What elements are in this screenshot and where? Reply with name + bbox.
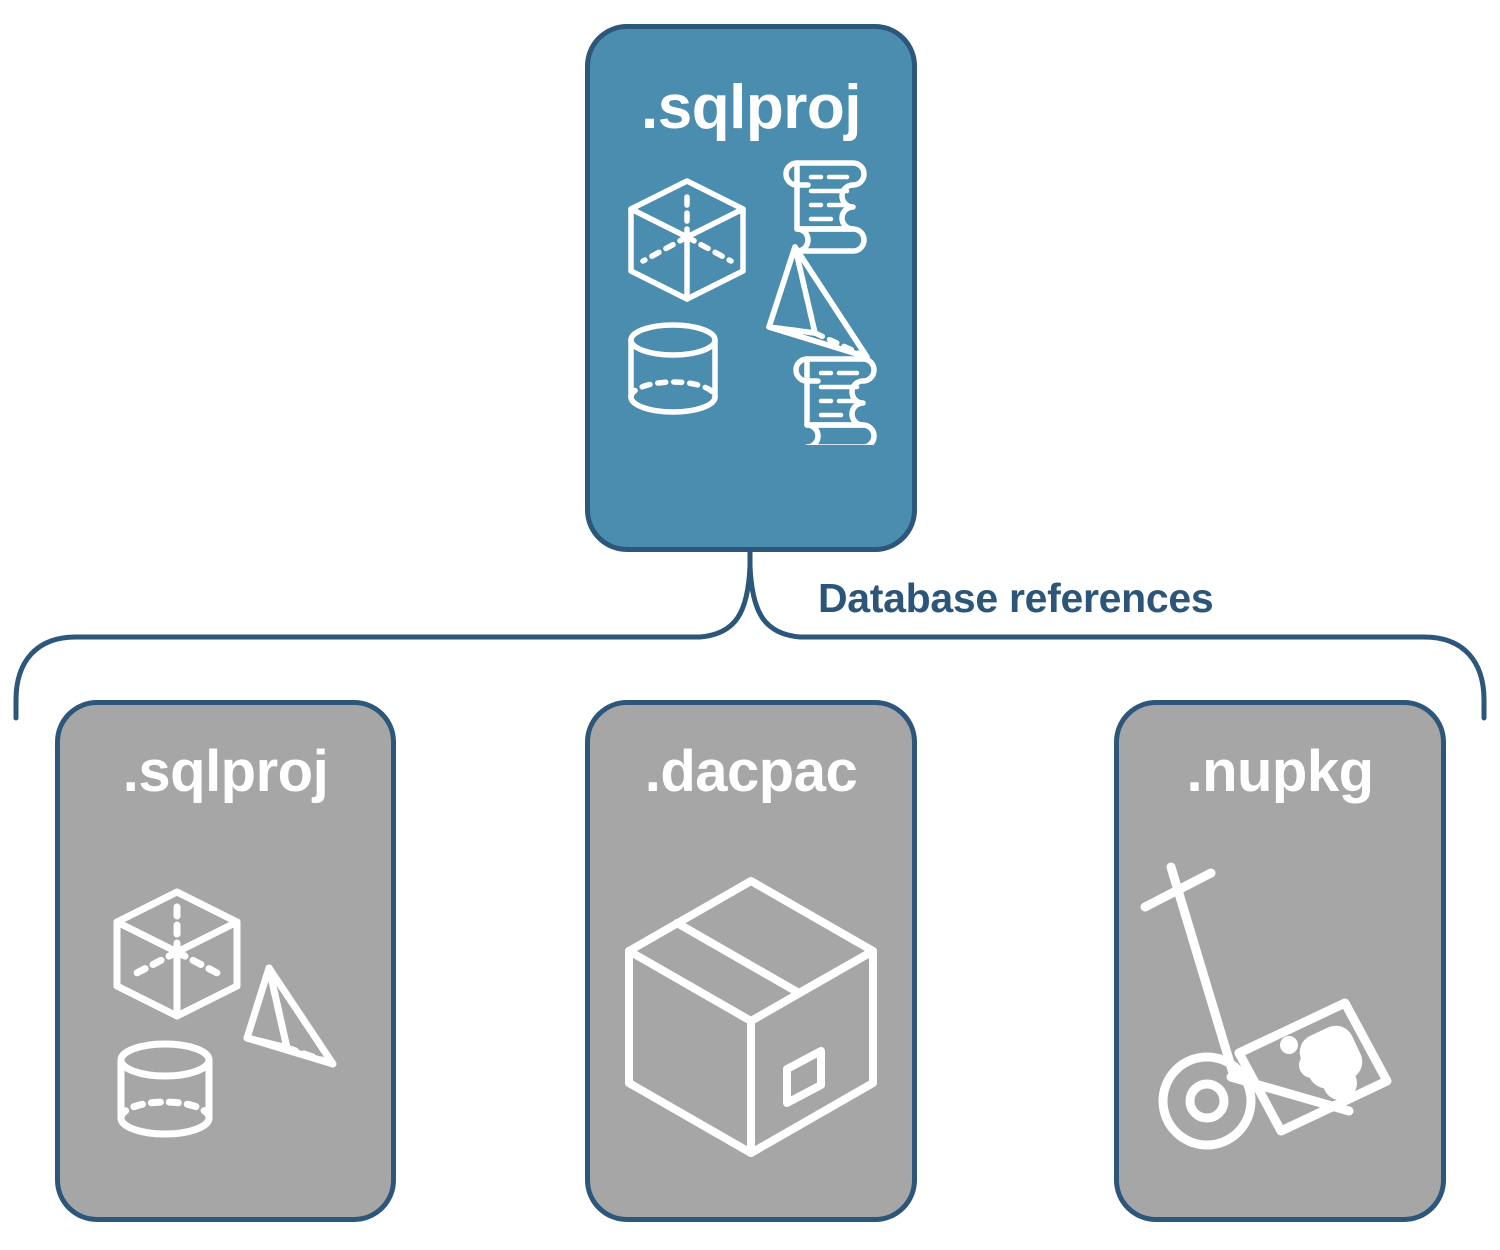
child-sqlproj-icon-group	[60, 801, 391, 1217]
child-node-sqlproj-card[interactable]: .sqlproj	[55, 700, 396, 1222]
wireframe-cube-icon	[113, 888, 240, 1020]
package-box-illustration	[625, 877, 877, 1157]
child-node-nupkg-card[interactable]: .nupkg	[1114, 700, 1446, 1222]
scroll-icon	[783, 160, 867, 254]
brace-left-arm	[13, 563, 753, 721]
root-node-sqlproj-card[interactable]: .sqlproj	[585, 24, 917, 552]
package-box-icon	[625, 877, 877, 1157]
wheel-icon	[1158, 1052, 1256, 1150]
hand-truck-package-illustration	[1140, 862, 1392, 1150]
scroll-icon	[793, 356, 877, 445]
wireframe-cylinder-icon	[628, 322, 718, 415]
wireframe-pyramid-icon	[243, 964, 336, 1068]
wireframe-cylinder-icon	[117, 1040, 212, 1138]
child-node-dacpac-label: .dacpac	[644, 739, 858, 804]
child-node-nupkg-label: .nupkg	[1186, 739, 1374, 804]
sqlproj-shapes-illustration	[113, 888, 336, 1138]
hand-truck-package-icon	[1140, 862, 1392, 1150]
wireframe-cube-icon	[628, 178, 746, 302]
root-node-icon-group	[590, 139, 912, 547]
child-node-sqlproj-label: .sqlproj	[122, 739, 329, 804]
root-node-label: .sqlproj	[641, 73, 861, 142]
child-dacpac-icon-group	[590, 801, 912, 1217]
nuget-glyph-icon	[1280, 1025, 1363, 1100]
child-node-dacpac-card[interactable]: .dacpac	[585, 700, 917, 1222]
sqlproj-shapes-and-scrolls-illustration	[628, 160, 877, 445]
wireframe-pyramid-icon	[766, 244, 870, 360]
child-nupkg-icon-group	[1119, 801, 1441, 1217]
brace-label: Database references	[818, 575, 1214, 621]
